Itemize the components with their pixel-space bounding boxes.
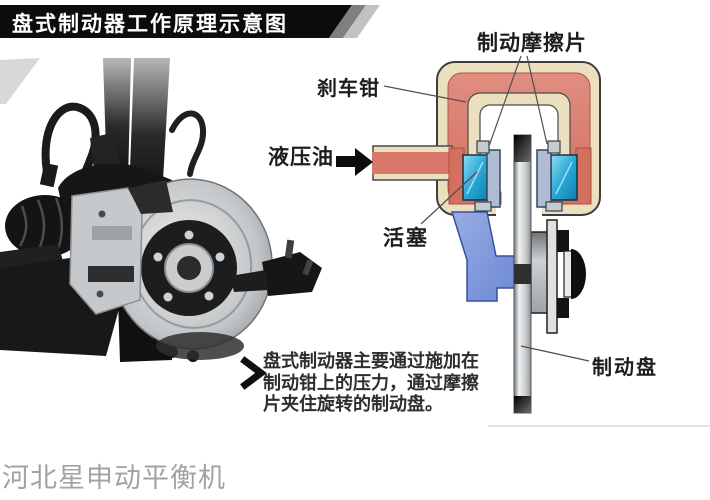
watermark: 河北星申动平衡机 bbox=[2, 463, 226, 494]
label-hydraulic-fluid: 液压油 bbox=[268, 145, 334, 169]
left-backing-plate bbox=[486, 149, 501, 208]
right-backing-plate bbox=[536, 149, 552, 208]
brake-disc-bar bbox=[513, 134, 532, 414]
caption-line-3: 片夹住旋转的制动盘。 bbox=[263, 394, 443, 415]
leader-disc bbox=[520, 345, 590, 362]
caption-line-1: 盘式制动器主要通过施加在 bbox=[263, 351, 479, 372]
carrier-bracket bbox=[450, 211, 515, 302]
leader-piston bbox=[420, 171, 478, 225]
schematic bbox=[336, 55, 710, 427]
hub-flange bbox=[546, 219, 558, 334]
hub-bolt-bottom bbox=[557, 298, 569, 318]
label-brake-disc: 制动盘 bbox=[592, 355, 658, 379]
photo-caliper bbox=[69, 187, 143, 315]
title-bar bbox=[0, 5, 380, 38]
leader-caliper bbox=[383, 85, 467, 103]
right-piston bbox=[550, 154, 578, 201]
caption-line-2: 制动钳上的压力，通过摩擦 bbox=[263, 372, 479, 394]
hydraulic-line bbox=[372, 145, 453, 181]
photo-wheel-studs bbox=[153, 230, 225, 302]
photo-tie-rod bbox=[230, 239, 322, 296]
hub-dome bbox=[571, 249, 586, 299]
hub-assembly bbox=[530, 219, 586, 334]
title-bar-stripe-light bbox=[343, 5, 380, 38]
label-piston: 活塞 bbox=[383, 226, 429, 250]
chevron-right-icon bbox=[240, 356, 267, 390]
hub-bolt-top bbox=[557, 230, 569, 252]
leader-pad-left bbox=[488, 55, 522, 147]
page-title: 盘式制动器工作原理示意图 bbox=[12, 12, 288, 36]
left-piston-cup bbox=[448, 147, 502, 205]
title-bar-stripe-dark bbox=[329, 5, 366, 38]
brake-assembly-photo bbox=[0, 58, 322, 362]
title-bar-black bbox=[0, 5, 352, 38]
arrow-right-icon bbox=[336, 148, 373, 176]
leader-lines bbox=[383, 55, 590, 362]
label-brake-caliper: 刹车钳 bbox=[317, 76, 380, 100]
left-pad-assembly bbox=[448, 140, 502, 212]
label-friction-pads: 制动摩擦片 bbox=[477, 31, 587, 55]
leader-pad-right bbox=[526, 55, 548, 145]
right-pad-assembly bbox=[536, 140, 592, 212]
caption: 盘式制动器主要通过施加在 制动钳上的压力，通过摩擦 片夹住旋转的制动盘。 bbox=[263, 351, 479, 416]
